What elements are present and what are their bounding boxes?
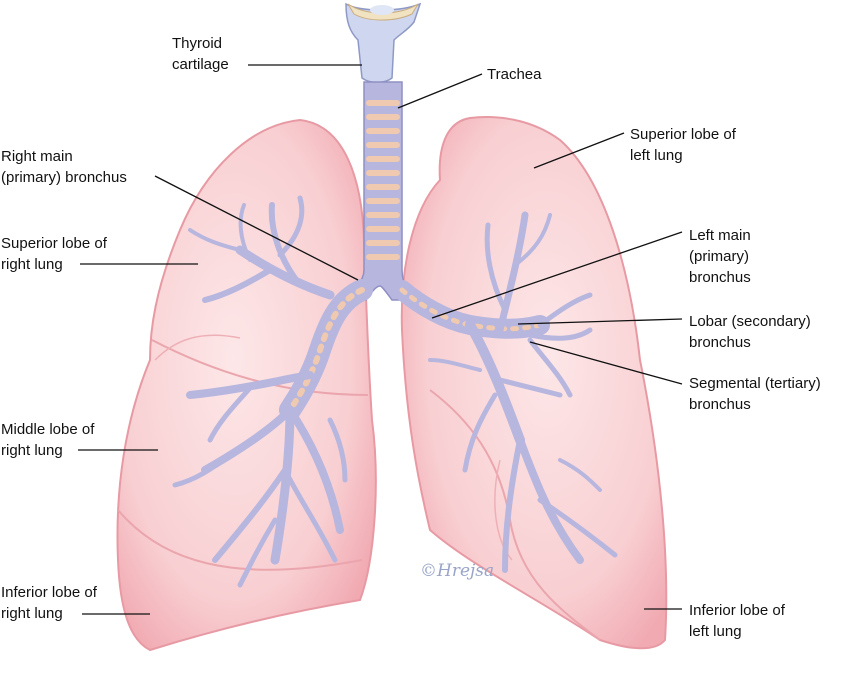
label-lobar-bronchus: Lobar (secondary)bronchus — [689, 313, 811, 351]
artist-signature: ©Hrejsa — [420, 561, 495, 581]
leader-left-main-bronchus — [431, 231, 683, 319]
left-bronchial-tree — [392, 211, 618, 573]
leader-lines — [78, 64, 683, 615]
leader-lobar — [517, 318, 683, 325]
thyroid-cartilage-shape — [345, 2, 422, 84]
trachea-rings — [366, 100, 400, 260]
leader-trachea — [397, 73, 483, 109]
right-horizontal-fissure — [151, 339, 369, 396]
epiglottis-shape — [370, 5, 394, 15]
hyoid-shape — [347, 3, 419, 21]
right-upper-edge — [154, 334, 241, 361]
right-oblique-fissure — [117, 509, 363, 571]
right-bronchial-tree — [172, 195, 373, 588]
label-left-main-bronchus: Left main(primary)bronchus — [689, 227, 751, 286]
label-segmental-bronchus: Segmental (tertiary)bronchus — [689, 375, 821, 413]
label-right-main-bronchus: Right main(primary) bronchus — [1, 148, 127, 186]
larynx — [345, 2, 422, 84]
label-trachea: Trachea — [487, 66, 542, 83]
leader-superior-left — [533, 132, 625, 169]
leader-right-main-bronchus — [154, 175, 359, 281]
leader-segmental — [529, 341, 683, 385]
trachea — [337, 81, 421, 301]
